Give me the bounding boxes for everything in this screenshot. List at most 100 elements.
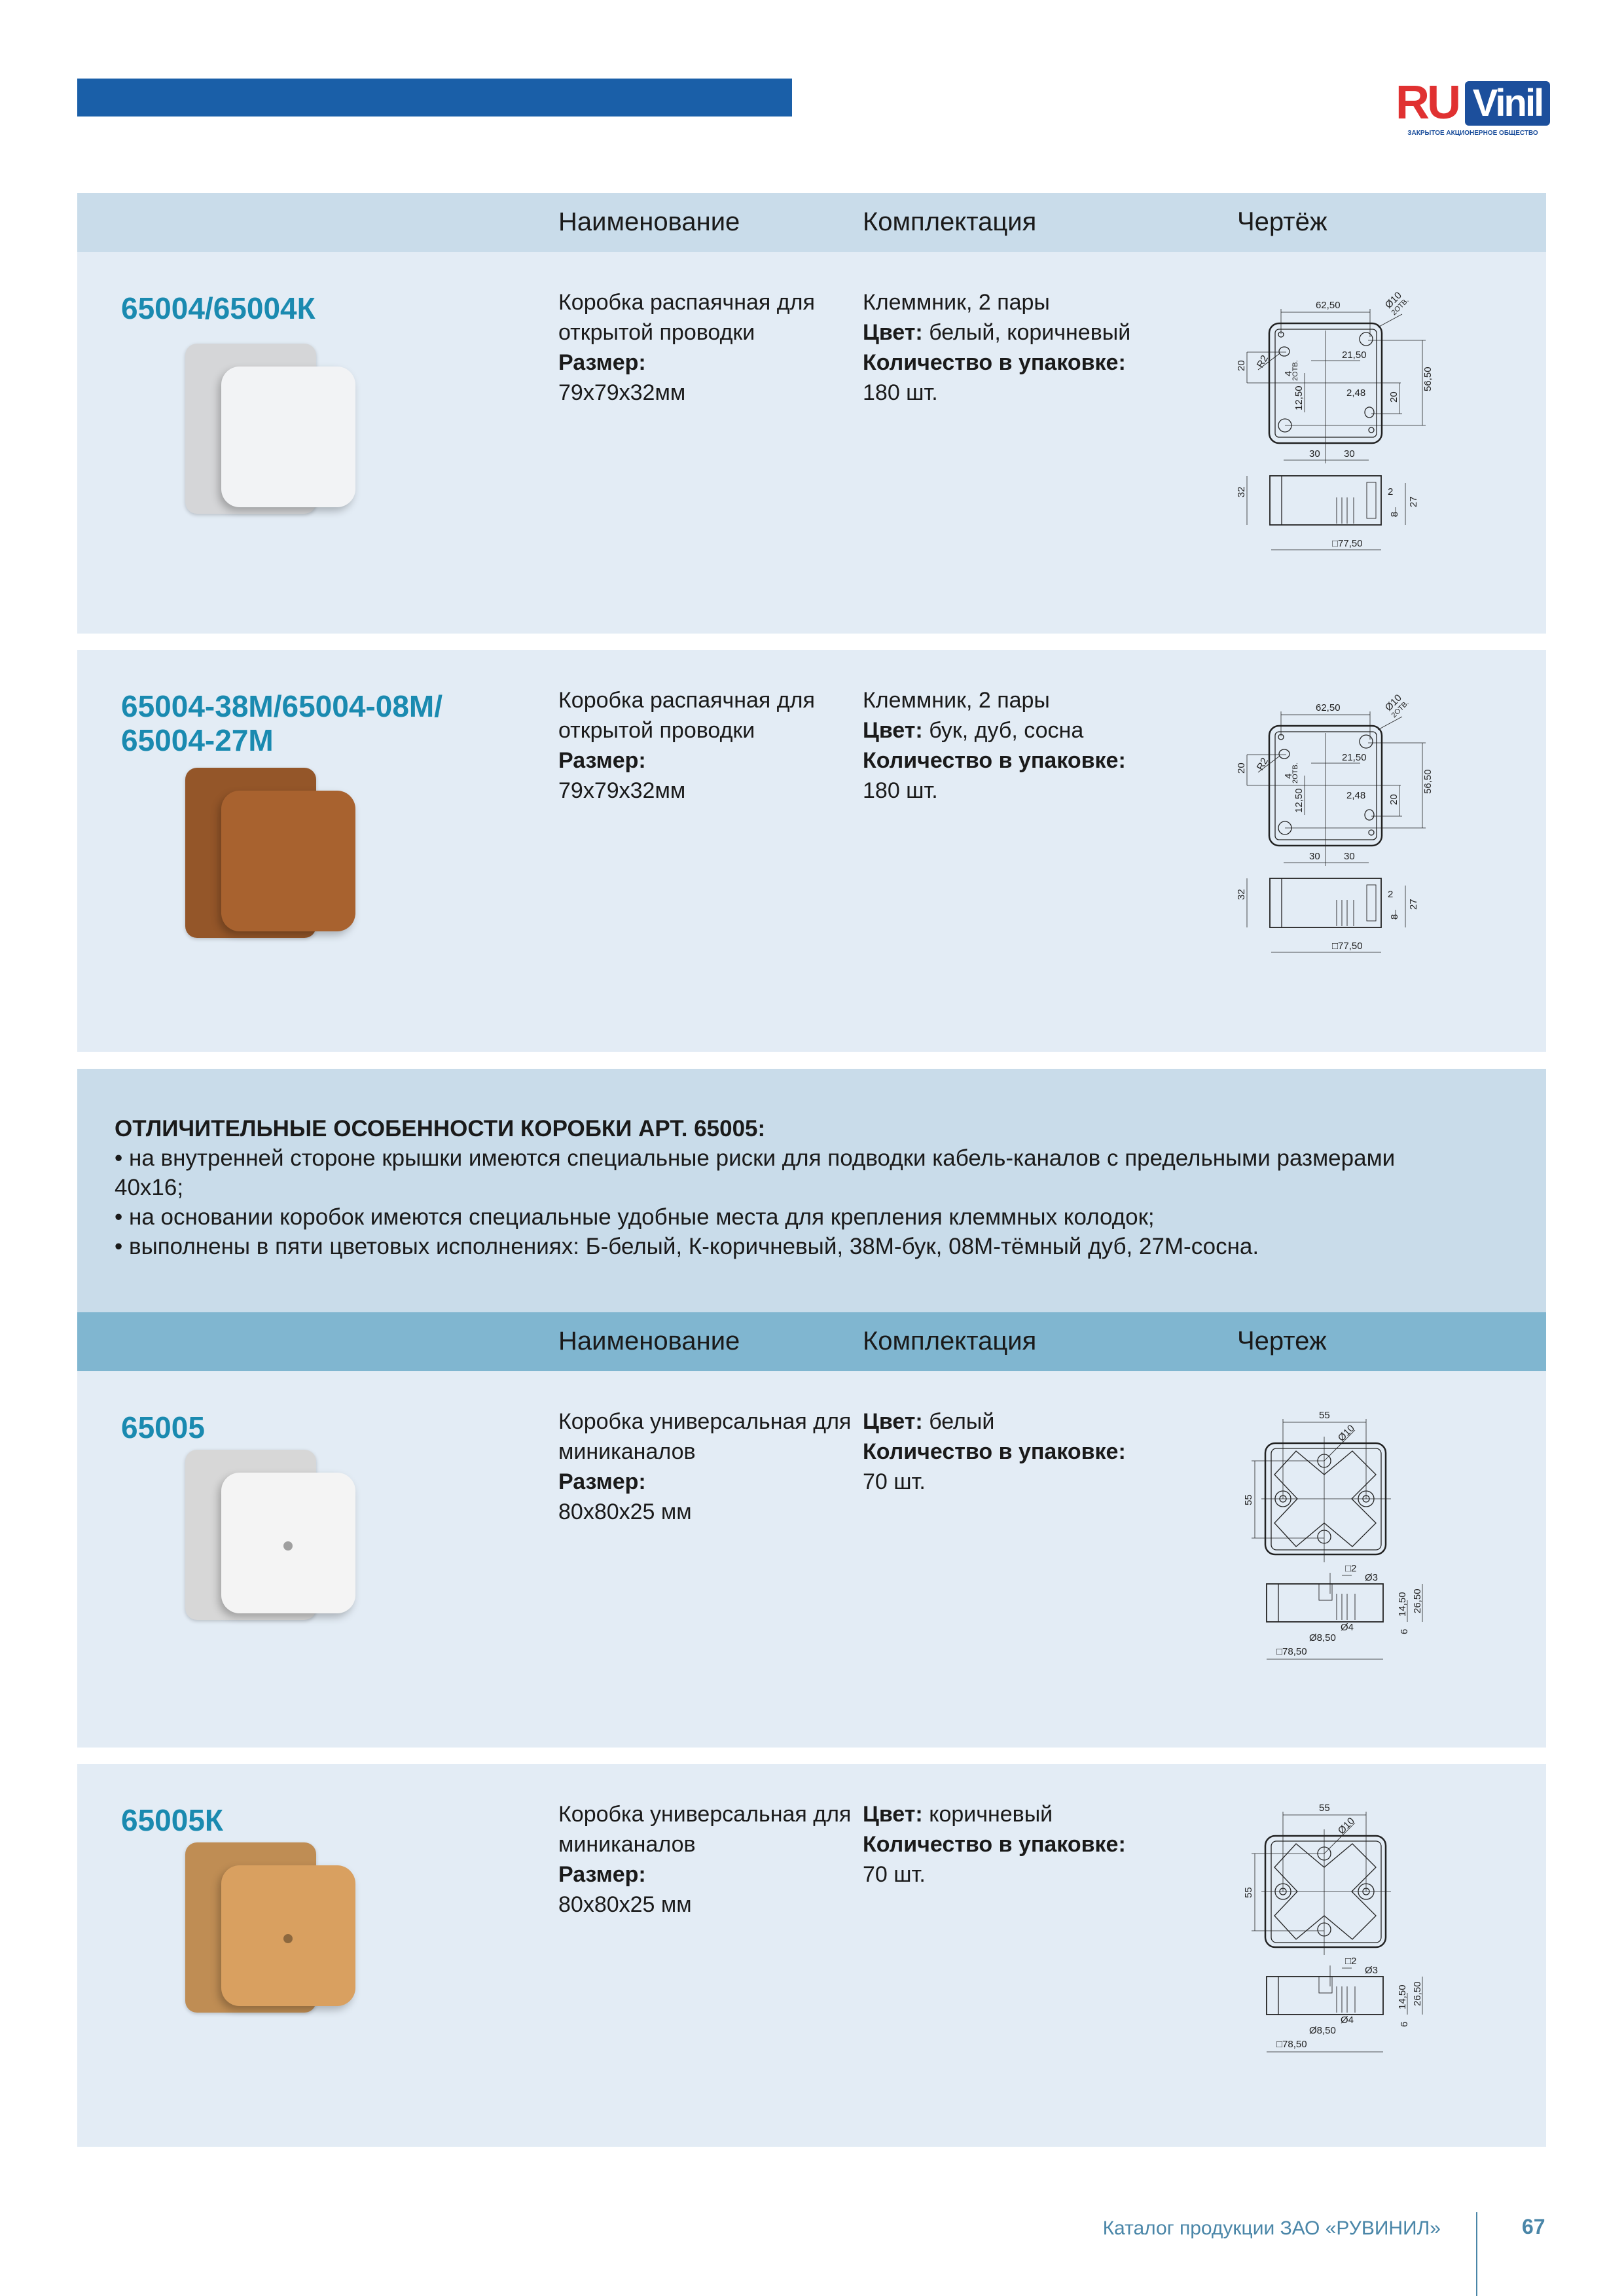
page-number: 67 <box>1522 2215 1545 2238</box>
dim-label: 14,50 <box>1397 1592 1408 1617</box>
features-title: ОТЛИЧИТЕЛЬНЫЕ ОСОБЕННОСТИ КОРОБКИ АРТ. 6… <box>115 1116 766 1141</box>
column-drawing: Чертёж <box>1237 207 1327 236</box>
product-color: белый <box>929 1409 995 1434</box>
product-image <box>185 337 355 527</box>
column-drawing: Чертеж <box>1237 1327 1327 1355</box>
dim-label: 26,50 <box>1412 1588 1423 1613</box>
dim-label: 6 <box>1399 1629 1410 1634</box>
dim-label: 56,50 <box>1422 769 1434 794</box>
product-qty: 180 шт. <box>863 778 938 803</box>
dim-label: 55 <box>1319 1803 1330 1814</box>
dim-label: R2 <box>1255 756 1271 772</box>
product-kit: Цвет: коричневый Количество в упаковке: … <box>863 1799 1177 1890</box>
dim-label: 6 <box>1399 2022 1410 2027</box>
dim-label: 30 <box>1309 851 1320 862</box>
kit-item: Клеммник, 2 пары <box>863 290 1050 315</box>
dim-label: 32 <box>1236 889 1247 900</box>
dim-label: 2ОТВ. <box>1291 360 1299 381</box>
product-color: бук, дуб, сосна <box>929 718 1084 743</box>
product-color: белый, коричневый <box>929 320 1131 345</box>
dim-label: Ø4 <box>1341 1622 1354 1633</box>
technical-drawing: 55 Ø10 55 □2 Ø3 26,50 14,50 6 Ø4 Ø8,50 □… <box>1243 1803 1423 2053</box>
dim-label: □78,50 <box>1276 2039 1307 2050</box>
technical-drawing: 62,50 Ø10 2ОТВ. 56,50 20 R2 4 2ОТВ. 21,5… <box>1236 692 1434 953</box>
color-label: Цвет: <box>863 1409 923 1434</box>
dim-label: 2ОТВ. <box>1291 762 1299 783</box>
product-qty: 70 шт. <box>863 1862 926 1887</box>
feature-item: на внутренней стороне крышки имеются спе… <box>115 1143 1424 1202</box>
product-description: Коробка универсальная для миниканалов Ра… <box>558 1407 853 1527</box>
size-label: Размер: <box>558 1862 646 1887</box>
table-header-2: Наименование Комплектация Чертеж <box>77 1312 1546 1371</box>
column-kit: Комплектация <box>863 207 1037 236</box>
product-row: 65005 Коробка универсальная для миникана… <box>77 1371 1546 1748</box>
product-qty: 70 шт. <box>863 1469 926 1494</box>
dim-label: 26,50 <box>1412 1981 1423 2006</box>
dim-label: 20 <box>1388 391 1399 403</box>
dim-label: Ø8,50 <box>1309 1632 1336 1643</box>
product-color: коричневый <box>929 1802 1053 1827</box>
size-label: Размер: <box>558 1469 646 1494</box>
dim-label: 32 <box>1236 486 1247 497</box>
product-name: Коробка универсальная для миниканалов <box>558 1409 852 1464</box>
logo-ru: RU <box>1396 77 1461 129</box>
dim-label: 14,50 <box>1397 1984 1408 2009</box>
dim-label: 55 <box>1319 1410 1330 1421</box>
product-code: 65004-38М/65004-08М/ 65004-27М <box>121 689 442 757</box>
dim-label: 62,50 <box>1316 702 1341 713</box>
product-description: Коробка универсальная для миниканалов Ра… <box>558 1799 853 1920</box>
product-size: 79х79х32мм <box>558 778 686 803</box>
size-label: Размер: <box>558 350 646 375</box>
dim-label: 55 <box>1243 1494 1254 1505</box>
feature-item: на основании коробок имеются специальные… <box>115 1202 1424 1232</box>
product-image <box>185 1443 355 1633</box>
column-name: Наименование <box>558 1327 740 1355</box>
logo-vinil: Vinil <box>1465 81 1550 126</box>
product-description: Коробка распаячная для открытой проводки… <box>558 685 853 806</box>
product-image <box>185 761 355 951</box>
dim-label: Ø10 <box>1336 1816 1357 1837</box>
dim-label: 56,50 <box>1422 367 1434 391</box>
product-row: 65004/65004К Коробка распаячная для откр… <box>77 252 1546 634</box>
qty-label: Количество в упаковке: <box>863 748 1126 773</box>
product-size: 79х79х32мм <box>558 380 686 405</box>
dim-label: □78,50 <box>1276 1646 1307 1657</box>
product-name: Коробка универсальная для миниканалов <box>558 1802 852 1857</box>
dim-label: 12,50 <box>1293 386 1305 410</box>
table-header: Наименование Комплектация Чертёж <box>77 193 1546 252</box>
dim-label: Ø8,50 <box>1309 2025 1336 2036</box>
dim-label: 30 <box>1344 448 1355 459</box>
product-row: 65005К Коробка универсальная для миникан… <box>77 1764 1546 2147</box>
dim-label: 12,50 <box>1293 788 1305 813</box>
dim-label: 2 <box>1388 486 1393 497</box>
dim-label: 2,48 <box>1346 387 1365 399</box>
qty-label: Количество в упаковке: <box>863 1832 1126 1857</box>
dim-label: 20 <box>1388 794 1399 805</box>
dim-label: 27 <box>1408 899 1419 910</box>
dim-label: Ø3 <box>1365 1965 1378 1976</box>
product-code: 65005 <box>121 1410 205 1444</box>
dim-label: 8 <box>1389 512 1400 517</box>
dim-label: □2 <box>1345 1563 1356 1574</box>
dim-label: 30 <box>1344 851 1355 862</box>
dim-label: 4 <box>1283 774 1294 779</box>
ruvinil-logo: Vinil RU ЗАКРЫТОЕ АКЦИОНЕРНОЕ ОБЩЕСТВО <box>1396 77 1550 139</box>
logo-subtitle: ЗАКРЫТОЕ АКЦИОНЕРНОЕ ОБЩЕСТВО <box>1407 130 1538 137</box>
product-size: 80х80х25 мм <box>558 1892 692 1917</box>
dim-label: 20 <box>1236 762 1247 774</box>
technical-drawing: 55 Ø10 55 □2 Ø3 26,50 14,50 6 Ø4 Ø8,50 □… <box>1243 1410 1423 1660</box>
product-name: Коробка распаячная для открытой проводки <box>558 290 815 345</box>
dim-label: 2 <box>1388 889 1393 900</box>
dim-label: □77,50 <box>1332 941 1363 952</box>
qty-label: Количество в упаковке: <box>863 350 1126 375</box>
product-code: 65004/65004К <box>121 291 316 325</box>
column-name: Наименование <box>558 207 740 236</box>
product-name: Коробка распаячная для открытой проводки <box>558 688 815 743</box>
footer-catalog: Каталог продукции ЗАО «РУВИНИЛ» <box>1102 2217 1441 2239</box>
features-list: на внутренней стороне крышки имеются спе… <box>115 1143 1424 1261</box>
qty-label: Количество в упаковке: <box>863 1439 1126 1464</box>
footer-divider <box>1476 2212 1477 2296</box>
product-code: 65005К <box>121 1803 223 1837</box>
